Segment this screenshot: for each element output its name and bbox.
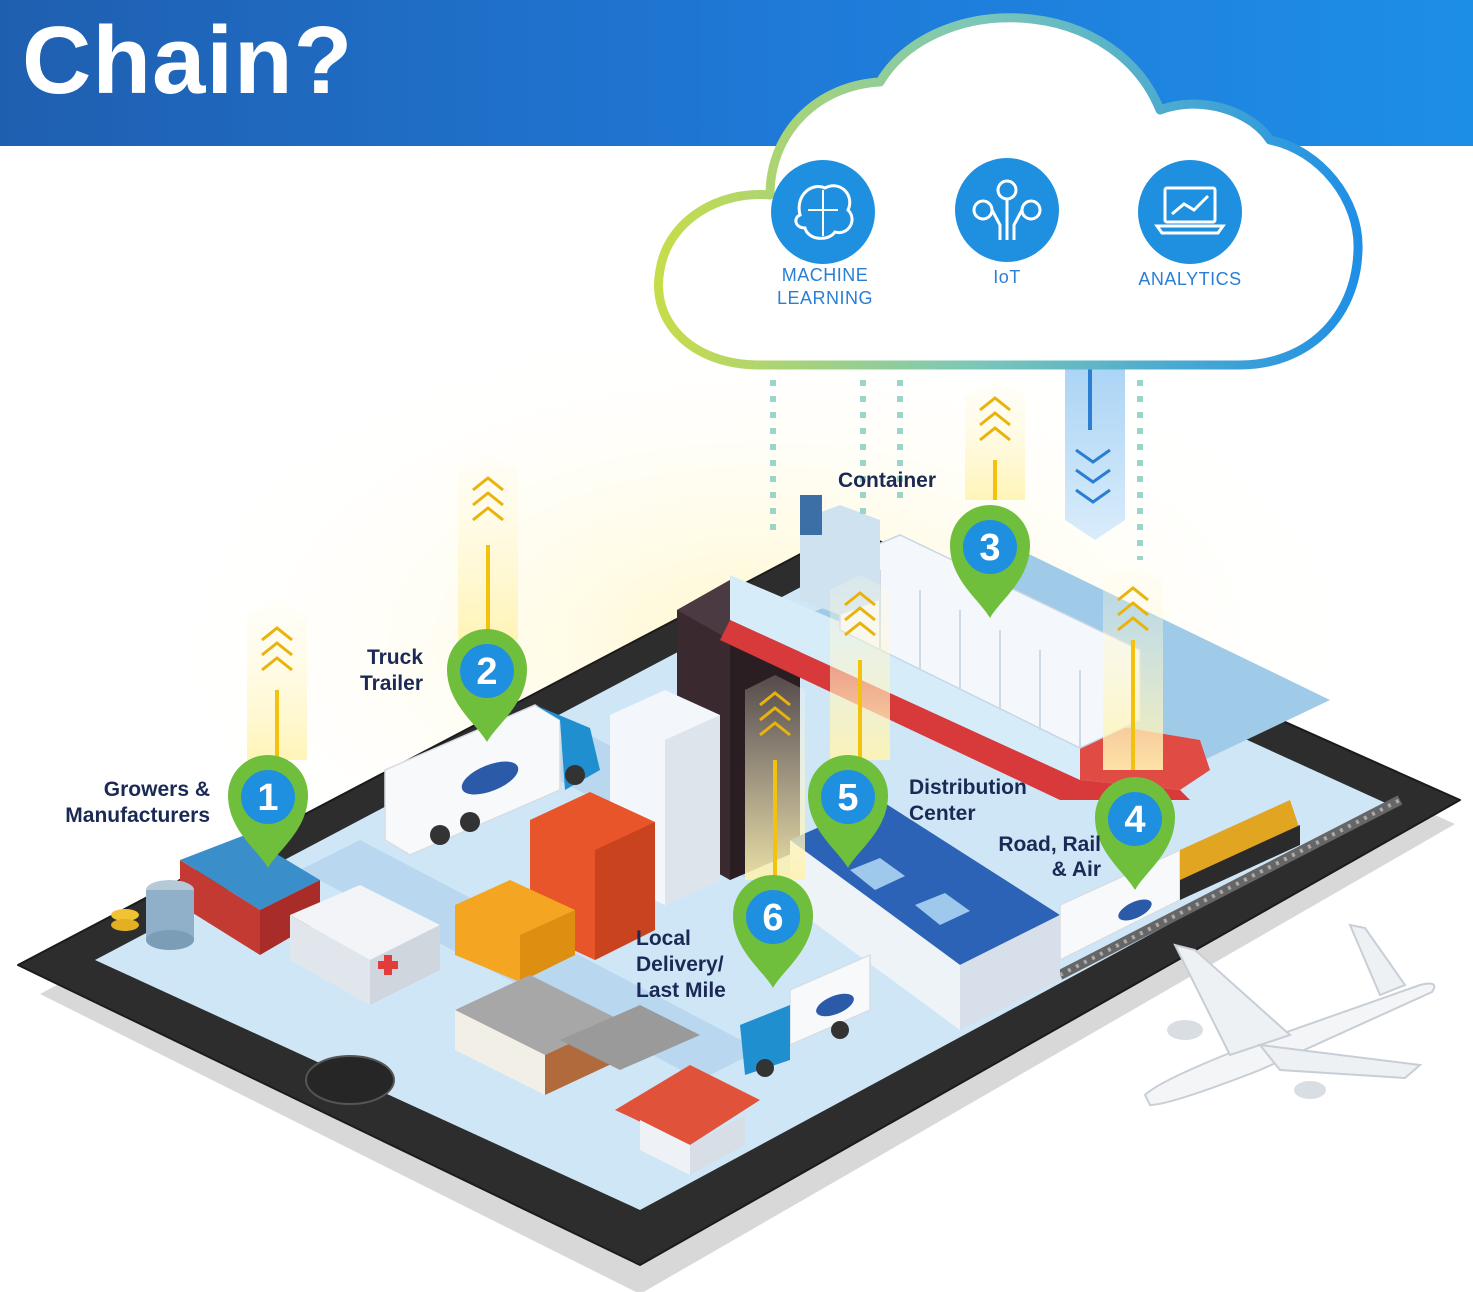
stage-label-6-line3: Last Mile	[636, 979, 726, 1002]
stage-pin-3: 3	[950, 505, 1030, 618]
stage-label-6-line2: Delivery/	[636, 953, 724, 976]
stage-number-1: 1	[257, 777, 278, 819]
stage-pin-5: 5	[808, 755, 888, 868]
stage-label-3: Container	[838, 469, 936, 492]
stage-label-1-line1: Growers &	[104, 778, 210, 801]
stage-label-2-line1: Truck	[367, 646, 423, 669]
brain-icon	[771, 160, 875, 264]
factory-building	[290, 885, 440, 1005]
stage-pin-4: 4	[1095, 777, 1175, 890]
cloud-label-analytics: ANALYTICS	[1138, 269, 1241, 289]
retail-stores	[455, 975, 700, 1095]
downlink-beam	[1065, 360, 1125, 540]
house	[615, 1065, 760, 1175]
data-uplinks	[247, 380, 1163, 880]
stage-label-1-line2: Manufacturers	[65, 804, 210, 827]
stage-number-2: 2	[476, 651, 497, 693]
stage-label-2-line2: Trailer	[360, 672, 423, 695]
rail-track	[1057, 795, 1403, 980]
truck-trailer	[384, 704, 600, 856]
stage-label-4-line2: & Air	[1052, 858, 1101, 881]
cloud-label-iot: IoT	[993, 267, 1021, 287]
delivery-truck	[740, 953, 871, 1077]
stage-label-6-line1: Local	[636, 927, 691, 950]
cloud-label-machine-learning-1: MACHINE	[782, 265, 869, 285]
stage-number-5: 5	[837, 777, 858, 819]
stage-number-6: 6	[762, 897, 783, 939]
stage-pin-2: 2	[447, 629, 527, 742]
orange-crates	[455, 792, 655, 982]
stage-number-3: 3	[979, 527, 1000, 569]
iot-chip-icon	[955, 158, 1059, 262]
stage-label-5-line2: Center	[909, 802, 976, 825]
cloud-label-machine-learning-2: LEARNING	[777, 288, 873, 308]
page-title: Chain?	[22, 7, 354, 114]
airplane	[1143, 923, 1436, 1107]
stage-label-5-line1: Distribution	[909, 776, 1027, 799]
stage-label-4-line1: Road, Rail	[998, 833, 1101, 856]
laptop-chart-icon	[1138, 160, 1242, 264]
train	[1059, 800, 1300, 962]
home-button	[305, 1055, 395, 1105]
stage-pin-1: 1	[228, 755, 308, 868]
data-streams	[770, 380, 1143, 560]
stage-number-4: 4	[1124, 799, 1145, 841]
stage-pin-6: 6	[733, 875, 813, 988]
